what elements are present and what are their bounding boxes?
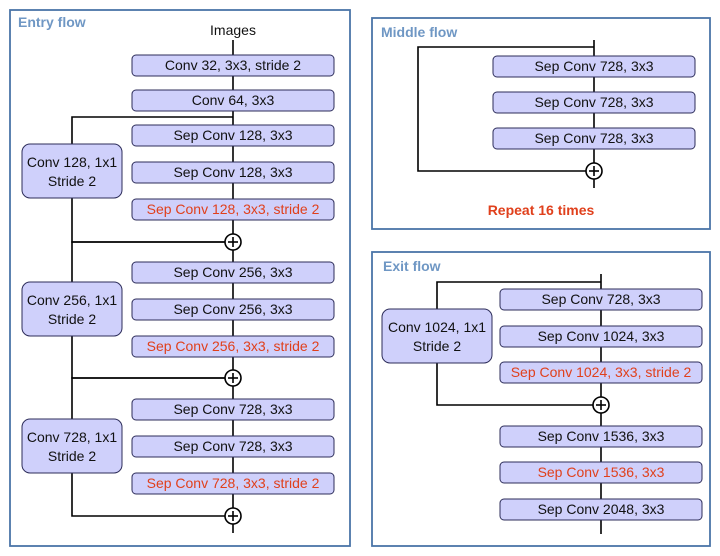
exit-shortcut-label-1: Conv 1024, 1x1	[388, 319, 486, 335]
exit-sepconv-b-label: Sep Conv 1024, 3x3	[538, 328, 665, 344]
exit-shortcut-label-2: Stride 2	[413, 338, 461, 354]
entry-block1-sepconv-a-label: Sep Conv 128, 3x3	[173, 127, 292, 143]
entry-conv2-box: Conv 64, 3x3	[131, 89, 335, 112]
exit-flow-title: Exit flow	[383, 258, 441, 274]
exit-sepconv-a-label: Sep Conv 728, 3x3	[541, 291, 660, 307]
entry-block3-shortcut-label-1: Conv 728, 1x1	[27, 429, 117, 445]
entry-block3-sepconv-c: Sep Conv 728, 3x3, stride 2	[131, 472, 335, 495]
exit-sepconv-b: Sep Conv 1024, 3x3	[499, 325, 703, 348]
middle-repeat-label: Repeat 16 times	[488, 202, 595, 218]
entry-block3-sepconv-c-label: Sep Conv 728, 3x3, stride 2	[147, 475, 320, 491]
input-images-label: Images	[210, 22, 256, 38]
entry-block2-shortcut: Conv 256, 1x1 Stride 2	[21, 281, 123, 337]
entry-flow-title: Entry flow	[18, 14, 86, 30]
entry-block3-shortcut-label-2: Stride 2	[48, 448, 96, 464]
entry-block1-shortcut: Conv 128, 1x1 Stride 2	[21, 143, 123, 199]
exit-sepconv-c: Sep Conv 1024, 3x3, stride 2	[499, 361, 703, 384]
exit-sepconv-d-label: Sep Conv 1536, 3x3	[538, 428, 665, 444]
middle-flow-panel: Middle flow Sep Conv 728, 3x3 Sep Conv 7…	[371, 17, 711, 230]
entry-block1-sepconv-a: Sep Conv 128, 3x3	[131, 124, 335, 147]
entry-block2-shortcut-label-1: Conv 256, 1x1	[27, 292, 117, 308]
middle-sepconv-b-label: Sep Conv 728, 3x3	[534, 94, 653, 110]
exit-sepconv-c-label: Sep Conv 1024, 3x3, stride 2	[511, 364, 692, 380]
exit-shortcut: Conv 1024, 1x1 Stride 2	[381, 308, 493, 364]
entry-block3-sepconv-a: Sep Conv 728, 3x3	[131, 398, 335, 421]
entry-block2-sepconv-a: Sep Conv 256, 3x3	[131, 261, 335, 284]
entry-block1-shortcut-label-1: Conv 128, 1x1	[27, 154, 117, 170]
entry-add-node-3	[224, 507, 242, 525]
exit-add-node	[592, 396, 610, 414]
exit-sepconv-f: Sep Conv 2048, 3x3	[499, 498, 703, 521]
exit-sepconv-e: Sep Conv 1536, 3x3	[499, 461, 703, 484]
entry-block3-sepconv-b-label: Sep Conv 728, 3x3	[173, 438, 292, 454]
middle-sepconv-c-label: Sep Conv 728, 3x3	[534, 130, 653, 146]
exit-sepconv-e-label: Sep Conv 1536, 3x3	[538, 464, 665, 480]
middle-sepconv-a: Sep Conv 728, 3x3	[492, 55, 696, 78]
middle-sepconv-c: Sep Conv 728, 3x3	[492, 127, 696, 150]
exit-sepconv-a: Sep Conv 728, 3x3	[499, 288, 703, 311]
entry-block2-shortcut-label-2: Stride 2	[48, 311, 96, 327]
entry-block1-sepconv-b-label: Sep Conv 128, 3x3	[173, 164, 292, 180]
entry-block3-shortcut: Conv 728, 1x1 Stride 2	[21, 418, 123, 474]
entry-block3-sepconv-a-label: Sep Conv 728, 3x3	[173, 401, 292, 417]
entry-conv1-box: Conv 32, 3x3, stride 2	[131, 54, 335, 77]
exit-flow-border	[371, 251, 711, 547]
entry-block2-sepconv-c: Sep Conv 256, 3x3, stride 2	[131, 335, 335, 358]
entry-block1-sepconv-c-label: Sep Conv 128, 3x3, stride 2	[147, 201, 320, 217]
middle-add-node	[585, 162, 603, 180]
entry-block2-sepconv-c-label: Sep Conv 256, 3x3, stride 2	[147, 338, 320, 354]
entry-add-node-2	[224, 369, 242, 387]
middle-flow-title: Middle flow	[381, 24, 457, 40]
entry-block2-sepconv-a-label: Sep Conv 256, 3x3	[173, 264, 292, 280]
entry-block1-shortcut-label-2: Stride 2	[48, 173, 96, 189]
middle-sepconv-b: Sep Conv 728, 3x3	[492, 91, 696, 114]
entry-block2-sepconv-b: Sep Conv 256, 3x3	[131, 298, 335, 321]
exit-sepconv-d: Sep Conv 1536, 3x3	[499, 425, 703, 448]
entry-add-node-1	[224, 233, 242, 251]
exit-sepconv-f-label: Sep Conv 2048, 3x3	[538, 501, 665, 517]
entry-conv2-label: Conv 64, 3x3	[192, 92, 275, 108]
entry-block3-sepconv-b: Sep Conv 728, 3x3	[131, 435, 335, 458]
entry-block1-sepconv-b: Sep Conv 128, 3x3	[131, 161, 335, 184]
entry-block1-sepconv-c: Sep Conv 128, 3x3, stride 2	[131, 198, 335, 221]
middle-sepconv-a-label: Sep Conv 728, 3x3	[534, 58, 653, 74]
entry-flow-panel: Entry flow Images Conv 32, 3x3, stride 2…	[9, 9, 351, 547]
entry-flow-border	[9, 9, 351, 547]
entry-block2-sepconv-b-label: Sep Conv 256, 3x3	[173, 301, 292, 317]
middle-flow-border	[371, 17, 711, 230]
exit-flow-panel: Exit flow Sep Conv 728, 3x3 Sep Conv 102…	[371, 251, 711, 547]
entry-conv1-label: Conv 32, 3x3, stride 2	[165, 57, 301, 73]
